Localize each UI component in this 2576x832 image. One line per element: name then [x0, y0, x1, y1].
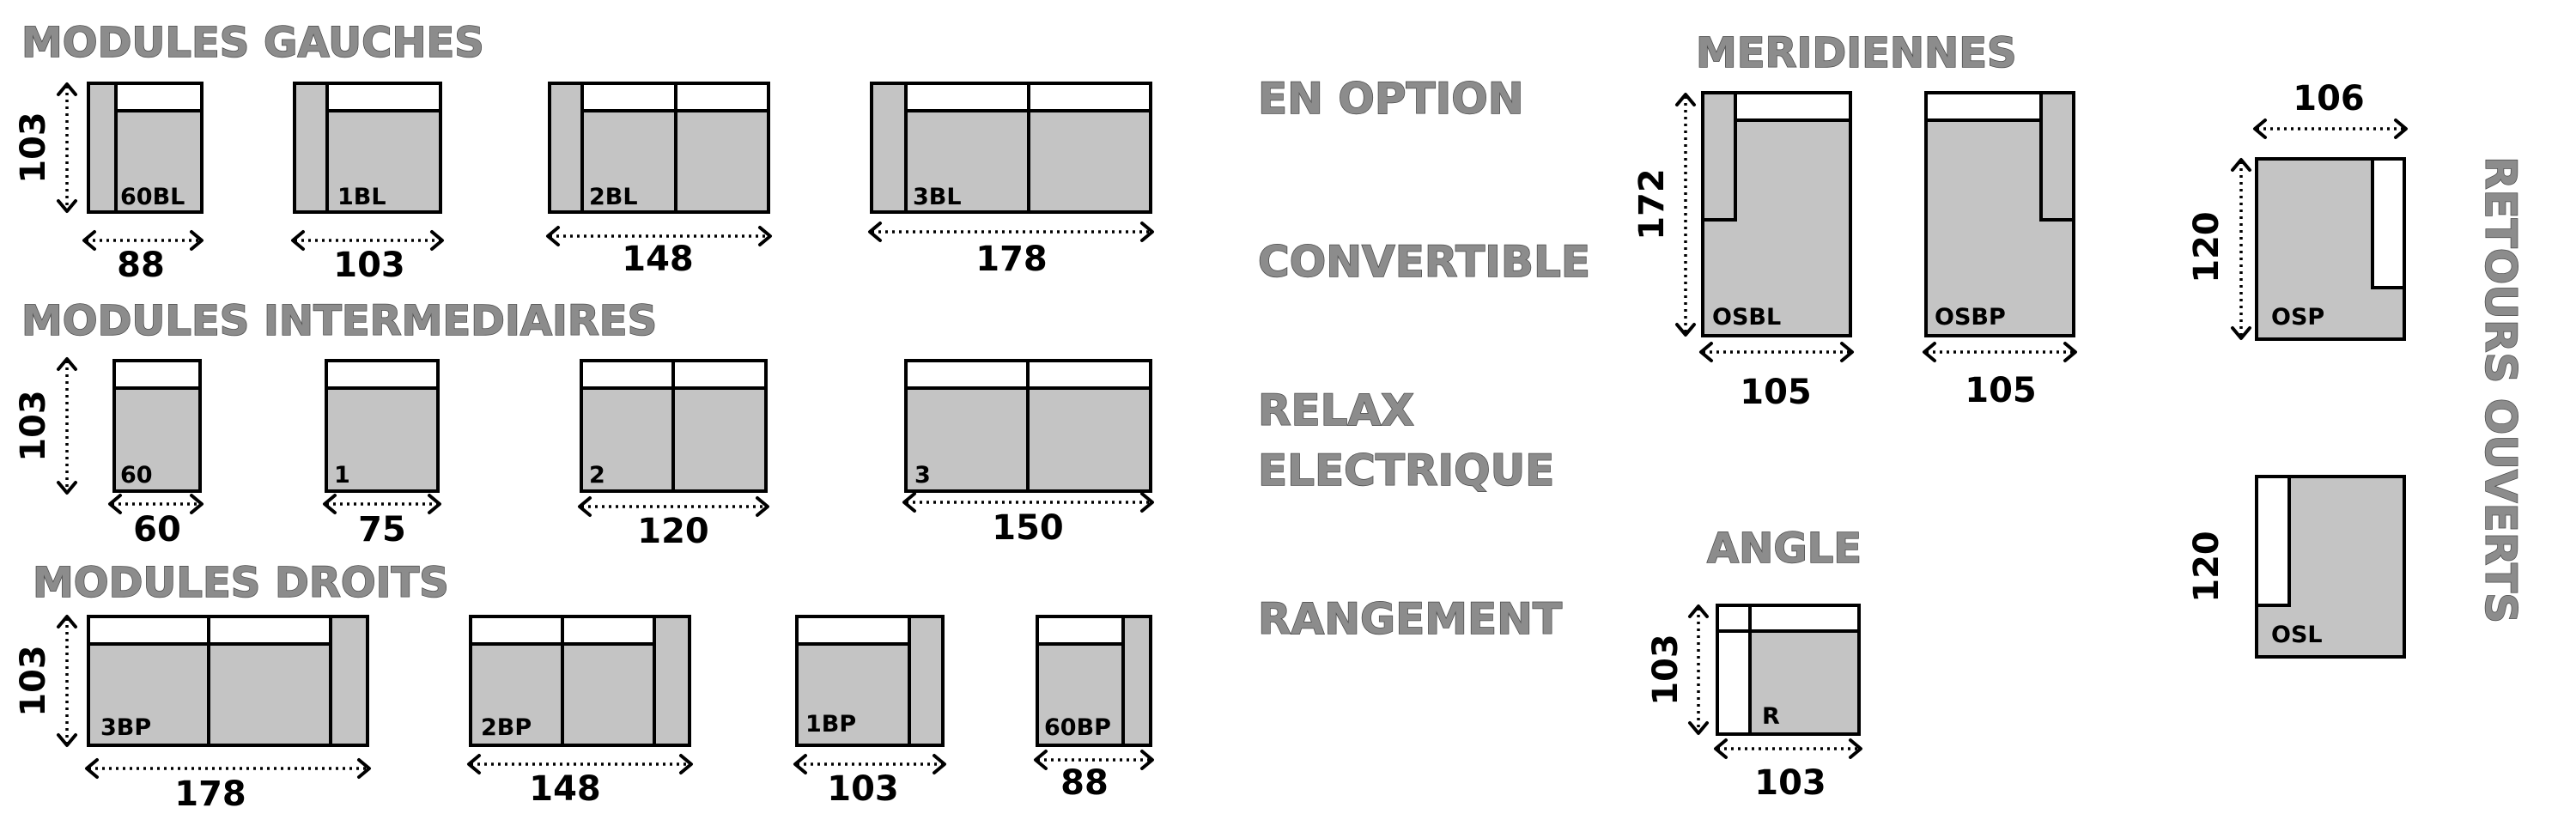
- dimension-arrows: [82, 118, 2408, 779]
- width-label: 105: [1740, 373, 1812, 412]
- module-2BL: 2BL: [548, 82, 770, 214]
- header-modules-intermediaires: MODULES INTERMEDIAIRES: [21, 297, 657, 345]
- header-angle: ANGLE: [1707, 525, 1862, 573]
- module-60BL: 60BL: [87, 82, 204, 214]
- width-label: 88: [117, 246, 165, 285]
- module-code: 2BL: [589, 184, 638, 210]
- width-label: 88: [1060, 763, 1109, 803]
- option-rangement: RANGEMENT: [1258, 594, 1562, 644]
- depth-label: 103: [1646, 634, 1686, 706]
- module-60BP: 60BP: [1036, 615, 1152, 747]
- module-1: 1: [325, 359, 440, 493]
- depth-label: 120: [2187, 531, 2227, 603]
- module-code: 1: [334, 462, 350, 489]
- width-label: 106: [2293, 79, 2365, 118]
- module-OSL: OSL: [2255, 475, 2406, 659]
- width-label: 75: [358, 510, 406, 550]
- module-code: 3BP: [100, 714, 151, 741]
- module-code: 2BP: [481, 714, 532, 741]
- module-1BP: 1BP: [795, 615, 945, 747]
- option-en-option: EN OPTION: [1258, 74, 1524, 124]
- module-60: 60: [112, 359, 202, 493]
- module-code: 3: [914, 462, 931, 489]
- width-label: 103: [827, 769, 899, 809]
- header-meridiennes: MERIDIENNES: [1696, 29, 2017, 77]
- depth-label: 103: [14, 645, 53, 717]
- module-OSBL: OSBL: [1701, 91, 1852, 337]
- option-electrique: ELECTRIQUE: [1258, 446, 1554, 495]
- module-code: 2: [589, 462, 605, 489]
- module-OSBP: OSBP: [1924, 91, 2075, 337]
- width-label: 120: [637, 512, 709, 551]
- width-label: 148: [529, 769, 601, 809]
- module-OSP: OSP: [2255, 157, 2406, 341]
- depth-label: 172: [1632, 168, 1672, 240]
- depth-label: 120: [2187, 211, 2227, 283]
- width-label: 103: [1754, 763, 1826, 803]
- module-code: 1BL: [337, 184, 386, 210]
- module-code: OSBL: [1712, 304, 1781, 331]
- module-code: 3BL: [913, 184, 962, 210]
- header-modules-droits: MODULES DROITS: [33, 559, 449, 607]
- width-label: 103: [333, 246, 405, 285]
- depth-label: 103: [14, 390, 53, 462]
- module-2: 2: [580, 359, 768, 493]
- module-code: R: [1762, 703, 1780, 730]
- module-3: 3: [904, 359, 1152, 493]
- option-convertible: CONVERTIBLE: [1258, 237, 1590, 287]
- header-modules-gauches: MODULES GAUCHES: [21, 19, 484, 67]
- module-3BP: 3BP: [87, 615, 369, 747]
- module-code: 60BP: [1044, 714, 1111, 741]
- width-label: 178: [174, 774, 246, 814]
- module-2BP: 2BP: [469, 615, 691, 747]
- width-label: 150: [992, 508, 1064, 548]
- option-relax: RELAX: [1258, 386, 1414, 435]
- width-label: 105: [1965, 371, 2037, 410]
- header-retours-ouverts: RETOURS OUVERTS: [2476, 156, 2525, 623]
- module-code: 60BL: [120, 184, 185, 210]
- depth-label: 103: [14, 112, 53, 184]
- module-code: OSL: [2271, 622, 2323, 648]
- module-code: 1BP: [805, 711, 856, 738]
- module-code: 60: [120, 462, 153, 489]
- width-label: 148: [622, 240, 694, 279]
- module-3BL: 3BL: [870, 82, 1152, 214]
- width-label: 178: [975, 240, 1048, 279]
- module-R: R: [1716, 604, 1861, 736]
- depth-arrows: [57, 82, 2251, 747]
- module-1BL: 1BL: [293, 82, 442, 214]
- module-code: OSBP: [1935, 304, 2006, 331]
- module-code: OSP: [2271, 304, 2324, 331]
- width-label: 60: [133, 510, 181, 550]
